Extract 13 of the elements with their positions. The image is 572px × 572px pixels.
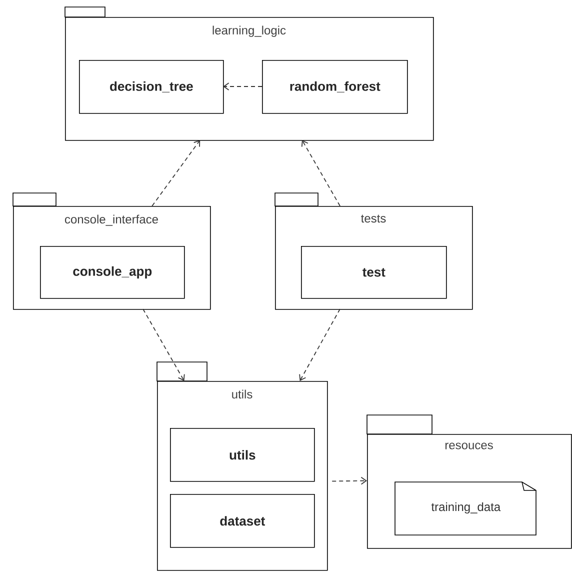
module-box: utils (170, 428, 315, 482)
module-box: decision_tree (79, 60, 224, 114)
dependency-arrow (152, 140, 200, 206)
dependency-arrow (332, 476, 367, 485)
dependency-arrow (299, 308, 340, 381)
dependency-arrow (301, 140, 340, 206)
module-box: dataset (170, 494, 315, 548)
module-box: test (301, 246, 447, 299)
dependency-arrow (142, 308, 185, 381)
dependency-arrow (223, 82, 262, 90)
module-box: random_forest (262, 60, 408, 114)
module-box: console_app (40, 246, 185, 299)
file-note: training_data (394, 482, 536, 536)
